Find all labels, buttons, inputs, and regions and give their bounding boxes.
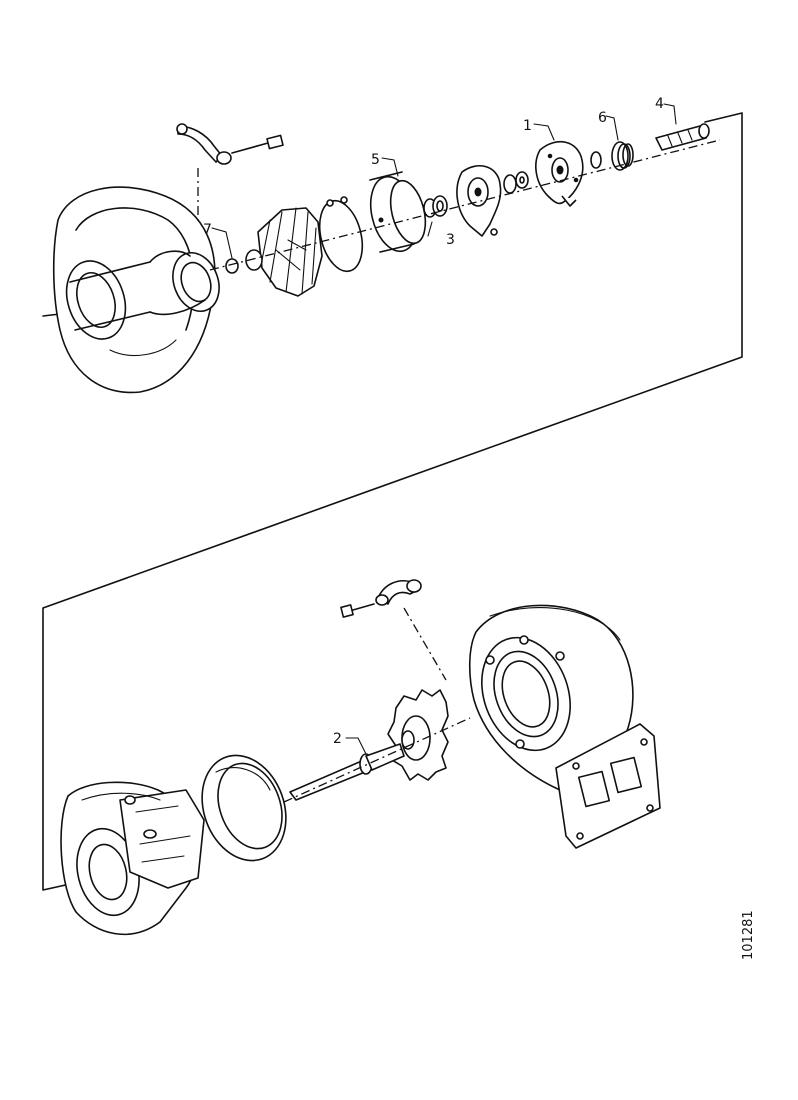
- heat-shield: [201, 754, 287, 862]
- callout-5: 5: [371, 152, 380, 168]
- compressor-housing: [52, 186, 220, 394]
- piston-ring: [590, 141, 634, 171]
- callout-2: 2: [333, 731, 342, 747]
- leader-lines-upper: [211, 103, 677, 259]
- oil-pipe-lower: [340, 579, 447, 681]
- callout-6: 6: [598, 110, 607, 126]
- turbine-housing: [468, 604, 634, 791]
- thrust-plate: [456, 164, 502, 237]
- callout-3: 3: [446, 232, 455, 248]
- leader-lines-lower: [345, 737, 367, 755]
- spacer-sleeve: [503, 171, 529, 194]
- callout-labels: 1 2 3 4 5 6 7: [203, 96, 664, 747]
- turbine-outlet-flange: [555, 723, 661, 849]
- oil-connector-sleeve: [655, 123, 710, 151]
- axis-line-upper: [209, 139, 721, 271]
- compressor-wheel: [225, 207, 323, 297]
- turbine-wheel-shaft: [283, 689, 471, 803]
- figure-code: 101281: [741, 910, 756, 960]
- callout-4: 4: [655, 96, 664, 112]
- callout-1: 1: [523, 118, 532, 134]
- bearing-housing: [60, 781, 205, 936]
- oil-pipe-upper: [176, 123, 284, 222]
- journal-bearing-plate: [535, 141, 584, 207]
- callout-7: 7: [203, 222, 212, 238]
- circlip-ring: [318, 196, 364, 273]
- thrust-collar: [423, 195, 448, 218]
- compressor-insert-cover: [369, 171, 427, 253]
